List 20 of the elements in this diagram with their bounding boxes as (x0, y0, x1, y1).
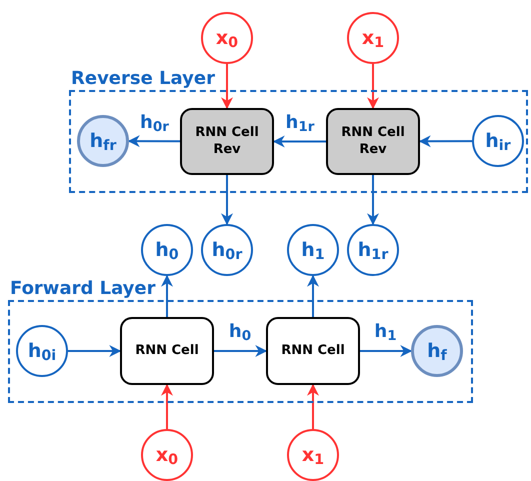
arrow (68, 345, 122, 357)
arrow (367, 64, 379, 110)
arrow (367, 175, 379, 226)
arrow (128, 135, 180, 148)
arrow (161, 384, 173, 429)
arrow (221, 175, 233, 226)
layer-title: Reverse Layer (71, 67, 215, 91)
reverse-cell-box: RNN Cell Rev (180, 108, 274, 175)
layer-title: Forward Layer (10, 277, 156, 301)
arrow (272, 136, 326, 148)
cell-box: RNN Cell (266, 317, 360, 385)
reverse-cell-box: RNN Cell Rev (326, 108, 420, 175)
cell-box: RNN Cell (120, 317, 214, 385)
arrow (214, 345, 268, 357)
arrow (161, 274, 173, 317)
arrow (307, 274, 319, 317)
arrow (221, 64, 233, 110)
arrow (418, 135, 472, 148)
arrow (307, 384, 319, 429)
arrow (360, 345, 412, 357)
